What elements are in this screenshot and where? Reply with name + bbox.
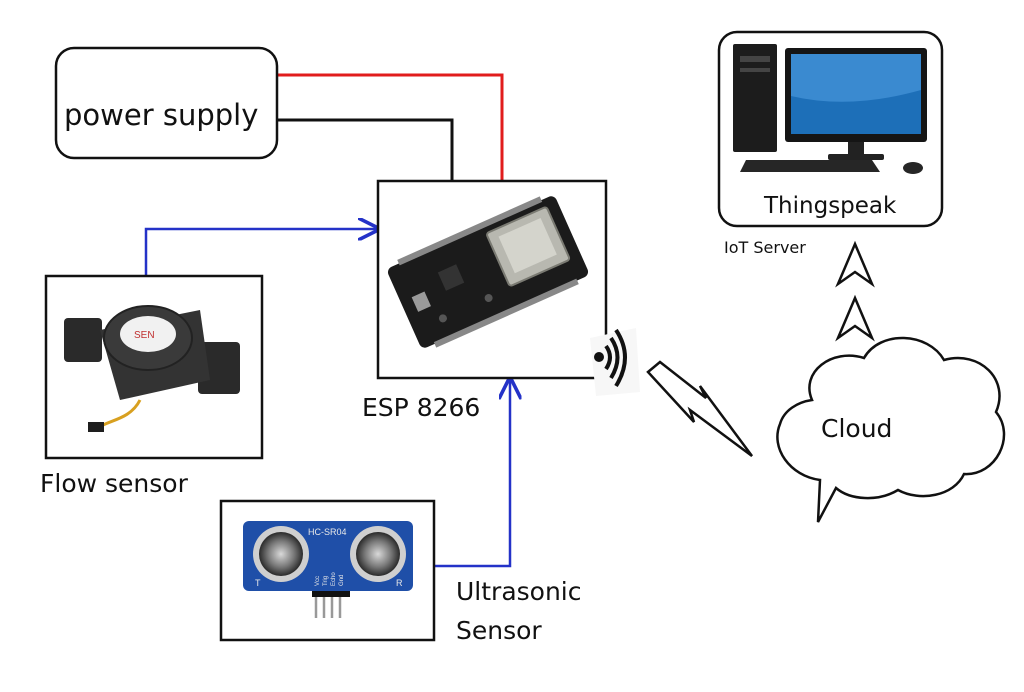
power-negative-wire <box>276 118 454 181</box>
flow-sensor-icon: SEN <box>64 305 240 432</box>
ultrasonic-label-line2: Sensor <box>456 616 542 645</box>
pin-label-trig: Trig <box>323 576 329 586</box>
server-sublabel: IoT Server <box>724 238 806 257</box>
wires <box>144 73 510 568</box>
flow-sensor-block: SEN Flow sensor <box>40 274 264 498</box>
power-positive-wire <box>276 73 504 181</box>
pin-label-gnd: Gnd <box>339 575 345 586</box>
transmitter-marker: T <box>255 578 261 588</box>
pin-label-vcc: Vcc <box>315 576 321 586</box>
esp-board-icon <box>387 196 589 348</box>
ultrasonic-label-line1: Ultrasonic <box>456 577 582 606</box>
uplink-arrow-lower <box>835 294 875 342</box>
flow-sensor-label: Flow sensor <box>40 469 189 498</box>
module-name-text: HC-SR04 <box>308 527 347 537</box>
desktop-computer-icon <box>733 44 927 174</box>
power-supply-block: power supply <box>54 46 279 160</box>
lightning-bolt-icon <box>646 360 754 458</box>
wifi-signal-icon <box>590 328 640 396</box>
esp-label: ESP 8266 <box>362 393 480 422</box>
pin-label-echo: Echo <box>331 572 337 586</box>
power-supply-label: power supply <box>64 98 258 132</box>
server-label: Thingspeak <box>763 193 897 219</box>
cloud-block: Cloud <box>776 336 1006 523</box>
esp-block: ESP 8266 <box>362 179 608 422</box>
ultrasonic-block: HC-SR04 T R Vcc Trig Echo Gnd Ultrasonic… <box>219 499 582 645</box>
ultrasonic-sensor-icon: HC-SR04 T R Vcc Trig Echo Gnd <box>243 521 413 618</box>
cloud-label: Cloud <box>821 414 892 443</box>
ultrasonic-signal-wire <box>434 379 510 568</box>
uplink-arrow-upper <box>835 240 875 288</box>
receiver-marker: R <box>396 578 403 588</box>
flow-sensor-chip-text: SEN <box>134 330 155 341</box>
flow-signal-wire <box>144 229 378 276</box>
server-block: Thingspeak IoT Server <box>717 30 944 257</box>
